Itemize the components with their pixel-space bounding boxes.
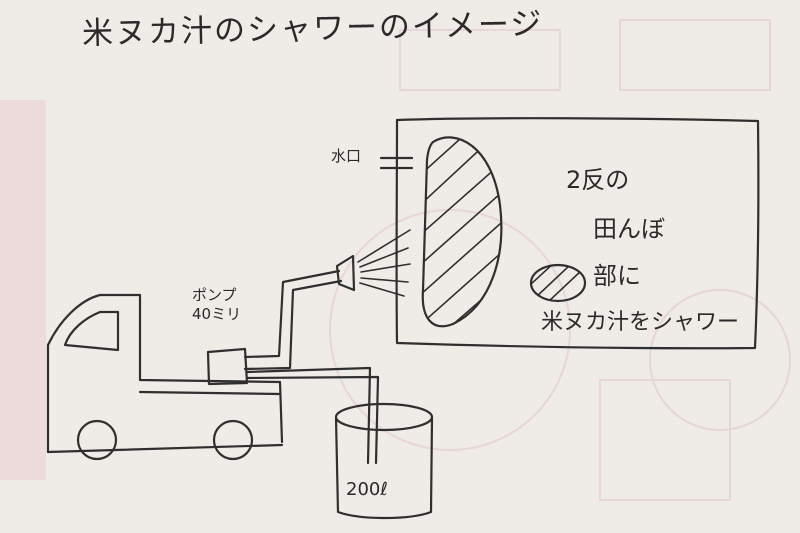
truck-front-wheel (76, 419, 118, 461)
tank-drawing (334, 402, 434, 520)
water-outlet-label: 水口 (331, 147, 362, 165)
tank-volume-label: 200ℓ (346, 479, 388, 500)
field-name-label: 田んぼ (593, 215, 665, 243)
spray-target-zone (421, 136, 503, 328)
bleed-through-marks (0, 19, 791, 501)
pump-name-text: ポンプ (192, 286, 237, 304)
pump-label: ポンプ 40ミリ (192, 286, 241, 324)
paddy-field-outline (395, 117, 760, 350)
field-part-label: 部に (593, 262, 641, 290)
bleed-box-topright (619, 19, 771, 91)
spray-lines (357, 229, 411, 297)
bleed-box-bottomright (599, 379, 731, 501)
spray-nozzle (335, 254, 356, 292)
hatch-legend-ellipse (529, 263, 587, 303)
bleed-circle-right (649, 289, 791, 431)
pump-size-text: 40ミリ (192, 305, 242, 323)
shower-description-label: 米ヌカ汁をシャワー (541, 310, 740, 335)
truck-drawing (46, 293, 284, 454)
bleed-circle (329, 209, 571, 451)
delivery-hose (243, 269, 343, 371)
truck-rear-wheel (212, 419, 254, 461)
field-size-label: 2反の (566, 166, 630, 194)
pump-box (206, 347, 249, 386)
bleed-box-top (399, 29, 561, 91)
water-outlet-marks (379, 156, 414, 170)
suction-hose (245, 366, 380, 465)
bleed-left-band (0, 100, 46, 480)
